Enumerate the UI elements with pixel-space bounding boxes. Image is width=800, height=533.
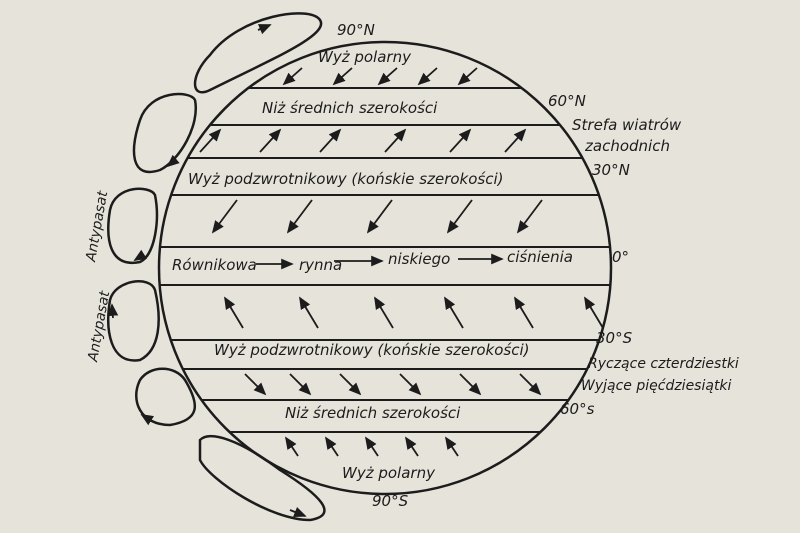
label-westerlies: Strefa wiatrów	[572, 116, 682, 134]
wind-arrow	[282, 67, 303, 86]
wind-arrow	[449, 128, 472, 153]
wind-arrow	[319, 128, 342, 153]
wind-arrow	[285, 436, 299, 457]
label-equator-3: niskiego	[388, 250, 450, 268]
wind-arrow	[289, 373, 312, 396]
wind-arrow	[417, 67, 438, 86]
label-30s: 30°S	[596, 329, 633, 347]
wind-arrow	[289, 506, 307, 518]
wind-arrow	[457, 67, 478, 86]
circulation-cells	[107, 12, 326, 522]
wind-arrow	[339, 373, 362, 396]
wind-arrow	[584, 296, 604, 329]
wind-arrow	[399, 373, 422, 396]
cell-loop	[135, 367, 197, 427]
cell-loop	[132, 92, 198, 174]
cell-loop	[198, 435, 326, 522]
wind-arrow	[384, 128, 407, 153]
globe-outline	[157, 40, 613, 496]
label-polar-high-n: Wyż polarny	[318, 48, 412, 66]
wind-arrow	[286, 199, 313, 234]
cell-loop	[193, 12, 323, 94]
wind-arrow	[374, 296, 394, 329]
latitude-lines	[159, 87, 611, 433]
cell-loop	[107, 187, 159, 265]
wind-arrow	[224, 296, 244, 329]
wind-arrow	[211, 199, 238, 234]
wind-arrow	[299, 296, 319, 329]
wind-arrow	[133, 249, 148, 261]
label-60s: 60°s	[560, 400, 595, 418]
wind-arrow	[445, 436, 459, 457]
label-equator-2: rynna	[299, 256, 342, 274]
wind-arrow	[504, 128, 527, 153]
label-mid-low-s: Niż średnich szerokości	[285, 404, 461, 422]
label-polar-high-s: Wyż polarny	[342, 464, 436, 482]
wind-arrow	[366, 199, 393, 234]
wind-arrow	[405, 436, 419, 457]
wind-arrow	[199, 128, 222, 153]
wind-arrow	[332, 67, 353, 86]
label-0deg: 0°	[612, 248, 629, 266]
cell-loop	[107, 280, 160, 362]
wind-arrow	[446, 199, 473, 234]
wind-arrow	[514, 296, 534, 329]
label-equator-1: Równikowa	[172, 256, 257, 274]
label-mid-low-n: Niż średnich szerokości	[262, 99, 438, 117]
wind-arrow	[377, 67, 398, 86]
label-equator-4: ciśnienia	[507, 248, 573, 266]
label-90s: 90°S	[372, 492, 409, 510]
label-90n: 90°N	[337, 21, 375, 39]
wind-arrow	[259, 128, 282, 153]
label-roaring-forties: Ryczące czterdziestki	[588, 356, 739, 372]
wind-arrow	[365, 436, 379, 457]
wind-arrow	[516, 199, 543, 234]
wind-arrow	[107, 303, 119, 319]
label-subtropical-high-s: Wyż podzwrotnikowy (końskie szerokości)	[214, 341, 529, 359]
wind-arrows	[107, 24, 604, 518]
label-subtropical-high-n: Wyż podzwrotnikowy (końskie szerokości)	[188, 170, 503, 188]
label-furious-fifties: Wyjące pięćdziesiątki	[581, 378, 732, 394]
wind-arrow	[459, 373, 482, 396]
wind-arrow	[444, 296, 464, 329]
label-westerlies-2: zachodnich	[584, 137, 670, 155]
wind-arrow	[325, 436, 339, 457]
wind-arrow	[519, 373, 542, 396]
wind-arrow	[257, 24, 272, 35]
label-60n: 60°N	[548, 92, 586, 110]
wind-arrow	[244, 373, 267, 396]
label-30n: 30°N	[592, 161, 630, 179]
